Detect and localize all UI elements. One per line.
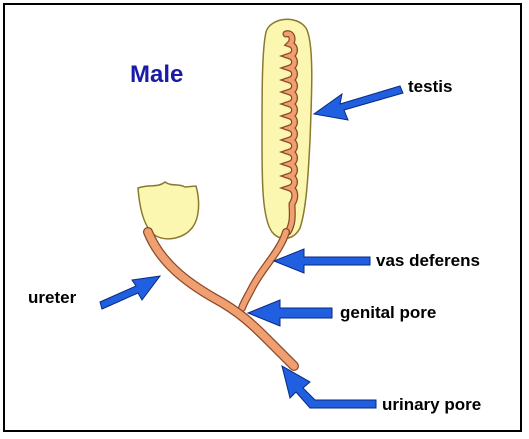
diagram-title: Male xyxy=(130,61,183,88)
genital-pore-arrow xyxy=(248,300,332,326)
urinary-pore-arrow xyxy=(282,366,376,408)
label-vas-deferens: vas deferens xyxy=(376,251,480,270)
label-ureter: ureter xyxy=(28,288,77,307)
label-testis: testis xyxy=(408,77,452,96)
vas-deferens-arrow xyxy=(274,249,370,273)
ureter-arrow xyxy=(100,276,160,309)
testis-arrow xyxy=(314,86,403,120)
label-urinary-pore: urinary pore xyxy=(382,395,481,414)
label-genital-pore: genital pore xyxy=(340,303,436,322)
vas-deferens-duct-fill xyxy=(242,232,286,308)
